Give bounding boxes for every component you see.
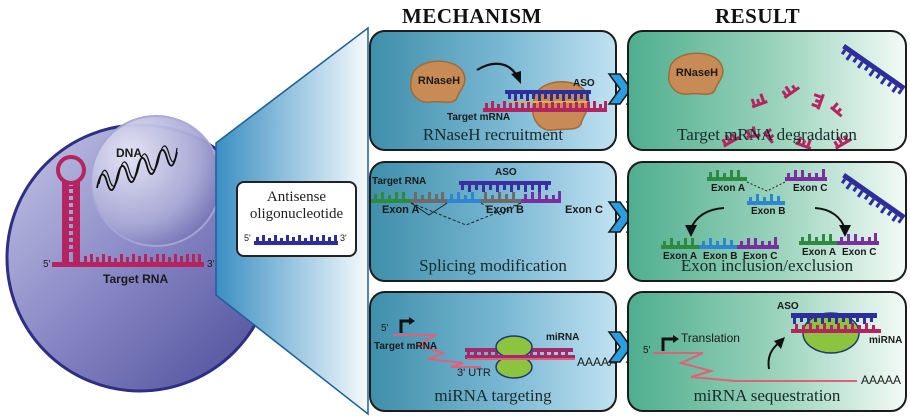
panel-splicing-modification: Target RNA ASO Exon A Exon B Exon C Spli… [369, 161, 617, 282]
cell-three-prime: 3' [207, 259, 215, 270]
cell-target-rna-label: Target RNA [103, 272, 169, 286]
top-exon-b [747, 194, 785, 205]
splice-duplex [371, 181, 561, 203]
translation-label: Translation [681, 331, 740, 345]
panel-exon-inclusion-exclusion: Exon A Exon C Exon B Exon A Exon B Exon … [627, 161, 907, 282]
top-exon-c [785, 169, 827, 181]
free-aso-icon-2 [840, 173, 905, 224]
top-exon-b-label: Exon B [751, 206, 786, 217]
target-mrna-label: Target mRNA [447, 112, 511, 123]
fragment [750, 93, 768, 109]
rnaseh-result-icon [668, 52, 724, 96]
mirna-five-prime: 5' [381, 323, 389, 334]
top-exon-a-label: Exon A [711, 183, 746, 194]
splice-exon-c: Exon C [565, 204, 603, 216]
translation-arrow-icon [661, 337, 675, 351]
target-mrna-zigzag [393, 334, 481, 368]
inclusion-exon-b-label: Exon B [703, 251, 738, 262]
rnaseh-result-text: RNaseH [675, 67, 719, 79]
aso-legend-box: Antisense oligonucleotide 5' 3' [236, 181, 357, 257]
mirna-sequestration-drawing [653, 312, 881, 382]
aso-label: ASO [573, 78, 595, 89]
mirna-protein [495, 335, 533, 359]
caption-mirna-targeting: miRNA targeting [434, 386, 552, 405]
rnaseh-label: RNaseH [417, 75, 461, 87]
panel-mirna-sequestration: 5' Translation ASO miRNA AAAAA miRNA seq… [627, 291, 907, 412]
mrna-fragments [721, 84, 853, 149]
seq-five-prime: 5' [643, 345, 651, 356]
caption-rnaseh-recruitment: RNaseH recruitment [422, 125, 564, 144]
panel-rnaseh-recruitment: RNaseH ASO Target mRNA RNaseH recruitmen… [369, 30, 617, 151]
inclusion-exon-a-label: Exon A [663, 251, 698, 262]
panel-target-mrna-degradation: RNaseH Target mRNA degradation [627, 30, 907, 151]
panel-mirna-targeting: 5' Target mRNA 3' UTR miRNA AAAAA miRNA … [369, 291, 617, 412]
fragment [829, 102, 843, 118]
rnaseh-free-icon [410, 60, 466, 104]
fragment [781, 84, 801, 100]
fragment [795, 136, 812, 149]
caption-exon-inclusion-exclusion: Exon inclusion/exclusion [680, 256, 854, 275]
splice-exon-a: Exon A [382, 204, 420, 216]
utr-label: 3' UTR [457, 367, 491, 379]
caption-target-mrna-degradation: Target mRNA degradation [677, 125, 857, 144]
exon-pieces [661, 169, 879, 249]
seq-mirna-label: miRNA [869, 335, 903, 346]
aso-title-line1: Antisense [266, 189, 327, 205]
mirna-label: miRNA [546, 332, 580, 343]
aso-three-prime: 3' [340, 233, 347, 243]
fragment [833, 135, 853, 149]
dna-helix-icon [96, 145, 178, 191]
seq-polya-label: AAAAA [861, 373, 902, 387]
mechanism-header: MECHANISM [402, 4, 542, 28]
mirna-targeting-drawing [393, 317, 575, 379]
target-rna-hairpin [52, 155, 204, 267]
caption-splicing-modification: Splicing modification [419, 256, 567, 275]
aso-strand-icon [254, 235, 338, 245]
recruit-arrow-icon [476, 62, 521, 84]
aso-title-line2: oligonucleotide [249, 206, 344, 222]
caption-mirna-sequestration: miRNA sequestration [693, 386, 841, 405]
top-exon-c-label: Exon C [793, 183, 828, 194]
splice-junctions [410, 202, 522, 226]
exclusion-strand [799, 233, 879, 245]
cell-five-prime: 5' [43, 259, 51, 270]
dna-label: DNA [116, 146, 142, 160]
top-exon-a [707, 170, 747, 181]
splice-target-rna-label: Target RNA [372, 176, 427, 187]
splice-aso-label: ASO [495, 167, 517, 178]
splice-exon-b: Exon B [486, 204, 524, 216]
fragment [721, 133, 741, 148]
polya-label: AAAAA [577, 355, 617, 369]
free-aso-icon [840, 44, 905, 95]
fragment [811, 93, 825, 110]
exclusion-exon-a-label: Exon A [802, 247, 837, 258]
fragment [762, 128, 775, 144]
exclusion-exon-c-label: Exon C [842, 247, 877, 258]
inclusion-strand [661, 237, 779, 249]
result-header: RESULT [715, 4, 801, 28]
sequestration-arrow-icon [767, 342, 780, 370]
tss-arrow-icon [399, 319, 411, 333]
mirna-target-mrna-label: Target mRNA [374, 341, 438, 352]
inclusion-exon-c-label: Exon C [743, 251, 778, 262]
seq-aso-label: ASO [777, 301, 799, 312]
fragment [746, 126, 761, 139]
aso-five-prime: 5' [244, 233, 251, 243]
aso-mrna-duplex [483, 90, 607, 112]
free-mrna-zigzag [653, 352, 857, 382]
